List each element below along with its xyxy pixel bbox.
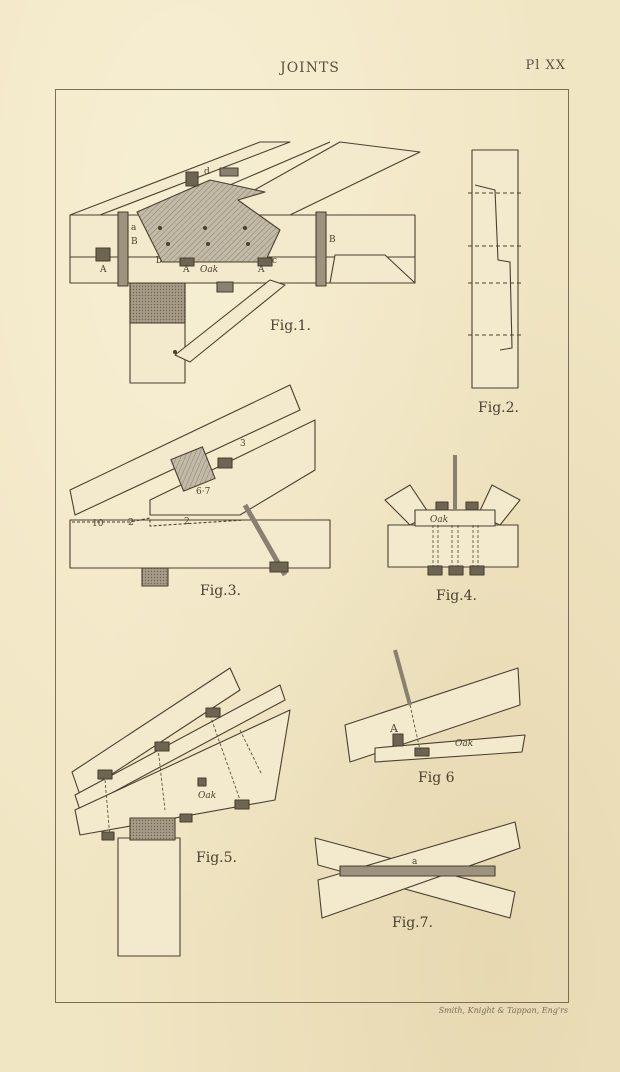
scarf-joint [471, 149, 519, 389]
plate-frame [55, 89, 569, 1003]
caption-fig3: Fig.3. [200, 583, 241, 599]
figure-1 [69, 141, 421, 384]
iron-plate [136, 179, 281, 263]
key-a [95, 247, 111, 262]
label-fig1-b: b [156, 256, 162, 266]
label-fig5-oak: Oak [198, 791, 216, 801]
tie-beam-fig4 [387, 524, 519, 568]
label-fig3-2a: 2 [128, 518, 134, 528]
label-fig3-10: 10 [92, 519, 104, 529]
figure-5 [71, 667, 291, 957]
rafter-fig6 [344, 667, 521, 763]
label-fig1-b-right: B [329, 235, 336, 245]
label-fig1-b-left: B [131, 237, 138, 247]
label-fig3-67: 6·7 [196, 487, 211, 497]
caption-fig7: Fig.7. [392, 915, 433, 931]
rafter-fig3 [69, 384, 301, 516]
oak-block [414, 509, 496, 527]
page-title: JOINTS [280, 60, 340, 76]
label-fig1-a1: A [99, 265, 107, 275]
brace [174, 279, 286, 363]
strap-b-right [315, 211, 327, 287]
rafter-fig5 [71, 667, 241, 796]
label-fig1-c: c [272, 256, 277, 266]
post-fig5 [117, 837, 181, 957]
label-fig1-a3: A [257, 265, 265, 275]
caption-fig2: Fig.2. [478, 400, 519, 416]
label-fig1-a2: A [182, 265, 190, 275]
plate-number: Pl XX [525, 58, 566, 73]
label-fig1-oak: Oak [200, 265, 218, 275]
figure-4 [384, 455, 521, 576]
caption-fig1: Fig.1. [270, 318, 311, 334]
engraver-credit: Smith, Knight & Tappan, Eng'rs [438, 1006, 568, 1015]
figure-3 [69, 384, 331, 587]
caption-fig5: Fig.5. [196, 850, 237, 866]
label-fig1-a: a [131, 223, 137, 233]
label-fig4-oak: Oak [430, 515, 448, 525]
label-fig7-a: a [412, 857, 418, 867]
label-fig3-2b: 2 [184, 517, 190, 527]
label-fig6-a: A [389, 722, 399, 735]
label-fig1-d: d [204, 167, 210, 177]
tie-beam-fig3 [69, 519, 331, 569]
post-end-grain [129, 282, 186, 324]
caption-fig6: Fig 6 [418, 770, 455, 786]
figure-6 [344, 649, 526, 763]
iron-strap-fig7 [339, 865, 496, 877]
oak-piece-fig6 [374, 734, 526, 763]
label-fig6-oak: Oak [455, 739, 473, 749]
label-fig3-3: 3 [240, 439, 246, 449]
figure-2 [468, 149, 522, 389]
strap-b-left [117, 211, 129, 287]
caption-fig4: Fig.4. [436, 588, 477, 604]
figure-7 [314, 821, 521, 919]
